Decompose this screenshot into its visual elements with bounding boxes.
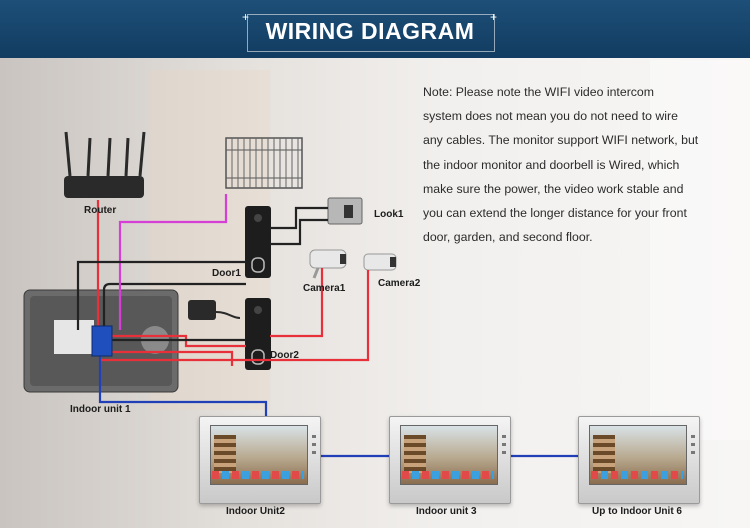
router-icon (64, 131, 146, 198)
banner-frame (247, 14, 495, 52)
wire-blue (98, 352, 268, 422)
note-line: any cables. The monitor support WIFI net… (423, 133, 699, 148)
note-line: make sure the power, the video work stab… (423, 181, 684, 196)
monitor-side-buttons (691, 435, 695, 459)
monitor-app-icons (591, 471, 683, 479)
wire-black (102, 282, 246, 330)
wire-black (76, 260, 246, 330)
monitor-app-icons (402, 471, 494, 479)
banner-corner-mark: + (490, 10, 498, 24)
monitor-shelf-graphic (404, 435, 426, 473)
monitor-shelf-graphic (214, 435, 236, 473)
camera-icon (363, 253, 397, 271)
header-banner (0, 0, 750, 58)
indoor-unit-3-monitor (389, 416, 511, 504)
indoor-unit-2-monitor (199, 416, 321, 504)
monitor-shelf-graphic (593, 435, 615, 473)
label-indoor-unit-6: Up to Indoor Unit 6 (592, 506, 682, 517)
label-camera2: Camera2 (378, 278, 421, 289)
page-title: WIRING DIAGRAM (265, 18, 475, 44)
label-door2: Door2 (270, 350, 299, 361)
label-indoor-unit-2: Indoor Unit2 (226, 506, 285, 517)
gate-icon (225, 137, 303, 189)
monitor-app-icons (212, 471, 304, 479)
note-line: you can extend the longer distance for y… (423, 206, 687, 221)
lock-icon (327, 197, 363, 225)
banner-corner-mark: + (242, 10, 250, 24)
indoor-unit-6-monitor (578, 416, 700, 504)
note-line: the indoor monitor and doorbell is Wired… (423, 157, 680, 172)
label-indoor-unit-3: Indoor unit 3 (416, 506, 477, 517)
label-router: Router (84, 205, 117, 216)
note-line: Note: Please note the WIFI video interco… (423, 85, 655, 99)
label-camera1: Camera1 (303, 283, 346, 294)
monitor-side-buttons (502, 435, 506, 459)
wire-red (110, 350, 234, 366)
wire-magenta (118, 194, 228, 330)
label-door1: Door1 (212, 268, 241, 279)
terminal-block (91, 325, 113, 357)
doorbell-icon (245, 206, 271, 278)
label-indoor-unit-1: Indoor unit 1 (70, 404, 131, 415)
note-line: door, garden, and second floor. (423, 230, 593, 245)
power-adapter-icon (188, 300, 241, 320)
wire-black (270, 218, 328, 246)
wire-red (100, 270, 370, 362)
wire-red (270, 268, 324, 338)
monitor-icon (23, 289, 179, 393)
note-line: system does not mean you do not need to … (423, 109, 678, 124)
label-lock: Look1 (374, 209, 404, 220)
monitor-side-buttons (312, 435, 316, 459)
background-window (650, 60, 750, 440)
doorbell-icon (245, 298, 271, 370)
note-text: Note: Please note the WIFI video interco… (423, 80, 745, 249)
camera-icon (309, 249, 347, 279)
wire-black (270, 206, 328, 230)
